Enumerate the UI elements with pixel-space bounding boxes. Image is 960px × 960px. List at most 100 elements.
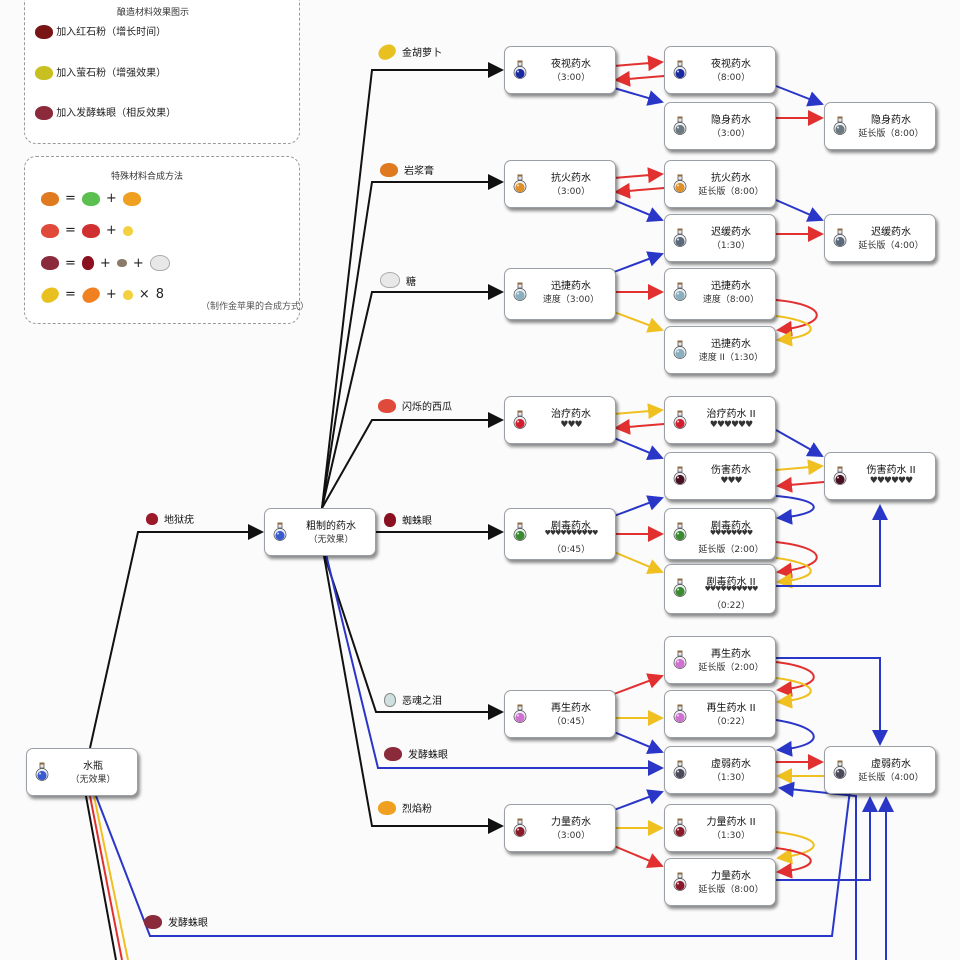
recipe-multiplier: 8 (155, 287, 164, 302)
legend-item-fermented: 加入发酵蛛眼（相反效果） (35, 104, 176, 120)
potion-node-weakness-long: 虚弱药水延长版（4:00） (824, 746, 936, 794)
potion-bottle-icon (673, 522, 687, 542)
potion-detail: 延长版（4:00） (858, 773, 924, 783)
potion-bottle-icon (673, 60, 687, 80)
ingredient-golden-carrot: 金胡萝卜 (375, 40, 442, 63)
potion-name: 抗火药水 (711, 173, 751, 184)
potion-node-harming: 伤害药水♥♥♥ (664, 452, 776, 500)
potion-detail: （无效果） (308, 535, 354, 545)
potion-node-swiftness-long: 迅捷药水速度（8:00） (664, 268, 776, 320)
potion-hearts: ♥♥♥♥♥♥♥♥ (709, 529, 753, 537)
potion-bottle-icon (833, 116, 847, 136)
potion-name: 隐身药水 (711, 115, 751, 126)
legend-item-label: 加入萤石粉（增强效果） (56, 68, 167, 79)
potion-name: 迟缓药水 (871, 227, 911, 238)
ingredient-label: 糖 (406, 276, 416, 288)
potion-name: 粗制的药水 (306, 521, 356, 532)
potion-node-strength-long: 力量药水延长版（8:00） (664, 858, 776, 906)
recipe-box: 特殊材料合成方法 = + = + = + + = + × 8 （制作金苹果的合成… (24, 156, 309, 324)
ingredient-label: 闪烁的西瓜 (402, 402, 452, 413)
recipe-golden-carrot: = + × 8 (38, 283, 164, 306)
potion-bottle-icon (673, 116, 687, 136)
legend-item-redstone: 加入红石粉（增长时间） (35, 23, 166, 39)
legend-title: 酿造材料效果图示 (117, 8, 190, 18)
potion-bottle-icon (673, 466, 687, 486)
potion-node-healing: 治疗药水♥♥♥ (504, 396, 616, 444)
potion-name: 抗火药水 (551, 173, 591, 184)
potion-detail: （3:00） (711, 129, 751, 139)
ingredient-label: 蜘蛛眼 (402, 516, 432, 527)
mushroom-icon (116, 259, 127, 267)
potion-bottle-icon (513, 704, 527, 724)
potion-detail: （0:45） (551, 717, 591, 727)
ingredient-label: 发酵蛛眼 (168, 918, 208, 929)
ingredient-blaze-powder: 烈焰粉 (378, 800, 432, 815)
potion-bottle-icon (673, 704, 687, 724)
potion-name: 治疗药水 (551, 409, 591, 420)
potion-node-slowness-long: 迟缓药水延长版（4:00） (824, 214, 936, 262)
potion-name: 迅捷药水 (711, 281, 751, 292)
potion-name: 虚弱药水 (871, 759, 911, 770)
potion-detail: （0:45） (551, 545, 591, 555)
potion-name: 水瓶 (83, 761, 103, 772)
potion-name: 伤害药水 II (866, 465, 916, 476)
potion-detail: （1:30） (711, 241, 751, 251)
potion-name: 剧毒药水 (711, 521, 751, 532)
glistering-melon-icon (41, 223, 59, 238)
potion-bottle-icon (833, 760, 847, 780)
blaze-powder-icon (378, 800, 396, 815)
potion-hearts: ♥♥♥♥♥♥♥♥♥♥ (544, 529, 599, 537)
potion-detail: （3:00） (551, 73, 591, 83)
glowstone-icon (35, 66, 53, 80)
potion-bottle-icon (673, 282, 687, 302)
ingredient-label: 恶魂之泪 (402, 696, 442, 707)
potion-name: 剧毒药水 (551, 521, 591, 532)
potion-detail: （0:22） (711, 601, 751, 611)
potion-node-healing-2: 治疗药水 II♥♥♥♥♥♥ (664, 396, 776, 444)
potion-detail: 延长版（4:00） (858, 241, 924, 251)
ingredient-ghast-tear: 恶魂之泪 (384, 692, 442, 707)
potion-node-swiftness: 迅捷药水速度（3:00） (504, 268, 616, 320)
spider-eye-icon (384, 512, 396, 527)
potion-detail: （0:22） (711, 717, 751, 727)
potion-bottle-icon (273, 522, 287, 542)
potion-name: 伤害药水 (711, 465, 751, 476)
potion-name: 隐身药水 (871, 115, 911, 126)
potion-name: 再生药水 II (706, 703, 756, 714)
recipe-magma-cream: = + (41, 191, 141, 206)
potion-bottle-icon (673, 650, 687, 670)
potion-detail: 延长版（8:00） (698, 187, 764, 197)
magma-cream-icon (41, 191, 59, 206)
potion-node-night-vision-long: 夜视药水（8:00） (664, 46, 776, 94)
potion-detail: 延长版（2:00） (698, 663, 764, 673)
spider-eye-icon (81, 256, 94, 270)
potion-detail: （1:30） (711, 831, 751, 841)
potion-detail: （1:30） (711, 773, 751, 783)
potion-detail: 速度 II（1:30） (698, 353, 764, 363)
legend-item-label: 加入发酵蛛眼（相反效果） (56, 108, 177, 119)
potion-detail: ♥♥♥♥♥♥ (869, 476, 913, 486)
magma-cream-icon (380, 162, 398, 177)
potion-node-awkward: 粗制的药水 （无效果） (264, 508, 376, 556)
ingredient-glistering-melon: 闪烁的西瓜 (378, 398, 452, 413)
potion-node-regeneration: 再生药水（0:45） (504, 690, 616, 738)
potion-name: 迟缓药水 (711, 227, 751, 238)
redstone-icon (35, 25, 53, 39)
potion-detail: 速度（3:00） (542, 295, 600, 305)
ingredient-label: 地狱疣 (164, 515, 194, 526)
ingredient-label: 金胡萝卜 (402, 48, 442, 59)
potion-node-invisibility: 隐身药水 （3:00） (664, 102, 776, 150)
potion-bottle-icon (513, 282, 527, 302)
potion-detail: 延长版（2:00） (698, 545, 764, 555)
carrot-icon (79, 283, 103, 306)
slimeball-icon (81, 191, 100, 206)
potion-bottle-icon (673, 578, 687, 598)
potion-bottle-icon (513, 522, 527, 542)
potion-node-swiftness-2: 迅捷药水速度 II（1:30） (664, 326, 776, 374)
legend-item-glowstone: 加入萤石粉（增强效果） (35, 64, 166, 80)
potion-name: 力量药水 II (706, 817, 756, 828)
potion-name: 夜视药水 (711, 59, 751, 70)
golden-carrot-icon (38, 283, 62, 306)
potion-detail: （3:00） (551, 187, 591, 197)
